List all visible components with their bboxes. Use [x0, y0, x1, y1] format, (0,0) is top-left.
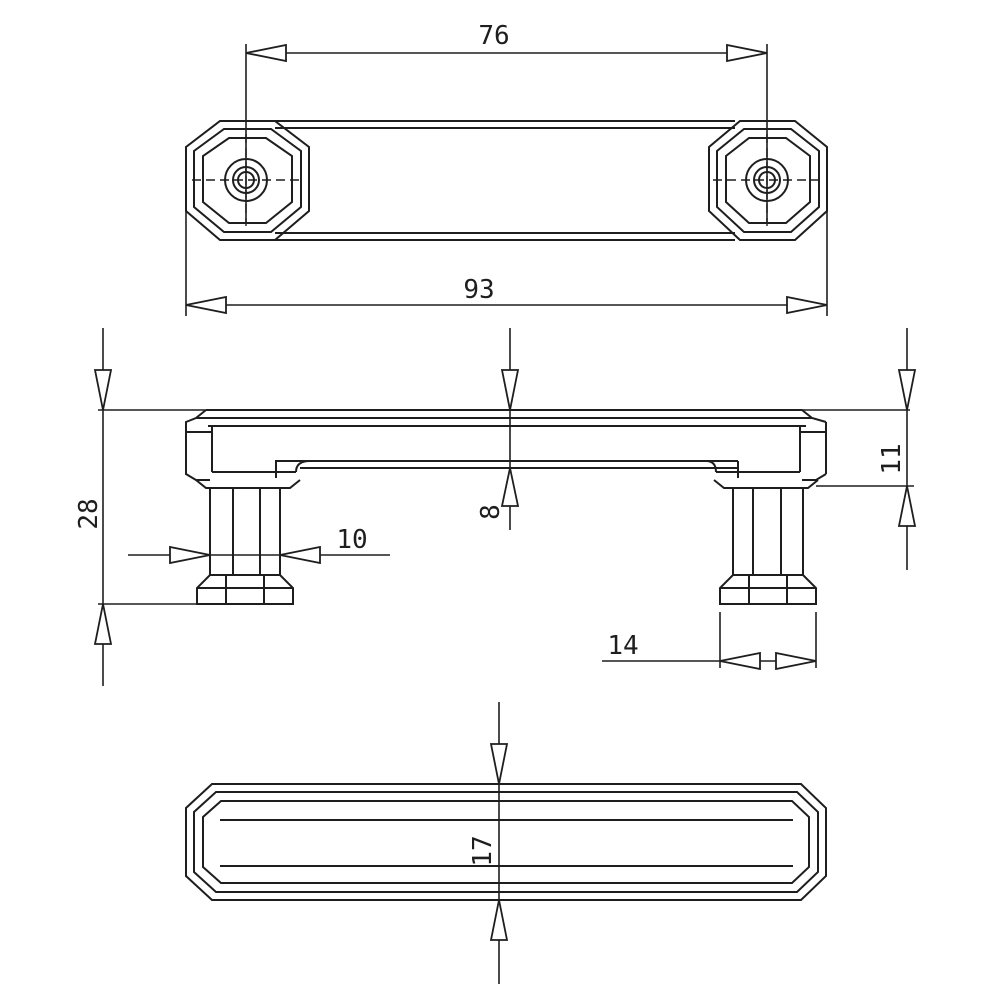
top-view: 76 93 — [185, 21, 828, 316]
bottom-view: 17 — [185, 702, 827, 984]
front-view: 28 8 11 10 — [74, 328, 917, 686]
left-octagon-boss — [185, 120, 310, 241]
top-view-handle-outline — [275, 120, 735, 241]
dimension-arrow — [93, 603, 113, 645]
left-post — [195, 479, 301, 605]
dimension-arrow — [93, 369, 113, 411]
right-octagon-boss — [708, 120, 828, 241]
bottom-view-outline — [185, 783, 827, 901]
dimension-hole-spacing: 76 — [245, 21, 768, 222]
dimension-total-height-label: 28 — [74, 498, 104, 529]
dimension-arrow — [786, 295, 828, 315]
handle-bar-side — [185, 409, 827, 481]
dimension-handle-thickness-label: 11 — [877, 443, 907, 474]
dimension-grip-clearance-label: 8 — [476, 504, 506, 520]
dimension-arrow — [719, 651, 761, 671]
dimension-post-diameter: 10 — [128, 525, 390, 565]
dimension-foot-width-label: 14 — [607, 631, 638, 661]
dimension-overall-length-label: 93 — [463, 275, 494, 305]
dimension-arrow — [489, 899, 509, 941]
dimension-handle-thickness: 11 — [816, 328, 917, 570]
dimension-grip-clearance: 8 — [476, 328, 520, 530]
dimension-total-height: 28 — [74, 328, 910, 686]
dimension-arrow — [897, 485, 917, 527]
dimension-post-diameter-label: 10 — [336, 525, 367, 555]
dimension-overall-length: 93 — [185, 165, 828, 316]
dimension-width-label: 17 — [468, 835, 498, 866]
dimension-arrow — [185, 295, 227, 315]
dimension-arrow — [169, 545, 211, 565]
dimension-hole-spacing-label: 76 — [478, 21, 509, 51]
dimension-arrow — [279, 545, 321, 565]
dimension-arrow — [489, 743, 509, 785]
dimension-arrow — [726, 43, 768, 63]
dimension-arrow — [245, 43, 287, 63]
dimension-width: 17 — [468, 702, 509, 984]
dimension-arrow — [500, 467, 520, 507]
dimension-arrow — [775, 651, 817, 671]
right-post — [713, 479, 819, 605]
dimension-arrow — [897, 369, 917, 411]
dimension-arrow — [500, 369, 520, 411]
dimension-foot-width: 14 — [602, 612, 817, 671]
